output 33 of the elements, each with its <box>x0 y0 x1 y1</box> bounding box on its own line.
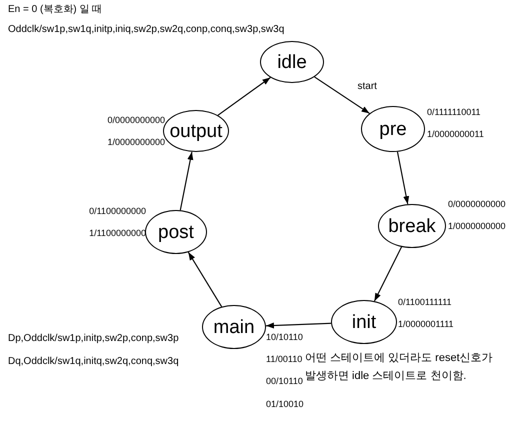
state-ellipse: pre <box>361 106 425 152</box>
arrow <box>396 152 410 204</box>
state-ellipse: main <box>202 305 266 349</box>
output-code: 1/0000000000 <box>107 136 165 149</box>
note-text: 어떤 스테이트에 있더라도 reset신호가 발생하면 idle 스테이트로 천이함. <box>305 351 494 384</box>
state-ellipse: post <box>145 210 207 254</box>
arrow <box>314 76 370 114</box>
output-code: 1/0000000000 <box>448 220 506 233</box>
state-ellipse: init <box>331 300 397 344</box>
arrow <box>266 322 332 328</box>
note-text: 00/10110 <box>266 375 303 388</box>
note-text: Dp,Oddclk/sw1p,initp,sw2p,conp,sw3p <box>8 332 179 346</box>
arrow <box>374 246 402 302</box>
note-text: En = 0 (복호화) 일 때 <box>8 3 102 17</box>
note-text: 01/10010 <box>266 398 304 411</box>
output-code: 1/0000000011 <box>427 128 484 141</box>
output-code: 1/1100000000 <box>89 227 146 240</box>
output-code: 0/1100000000 <box>89 205 146 218</box>
state-ellipse: idle <box>260 41 324 83</box>
note-text: Dq,Oddclk/sw1q,initq,sw2q,conq,sw3q <box>8 355 179 369</box>
arrow <box>218 77 271 116</box>
note-text: 11/00110 <box>266 353 302 366</box>
output-code: 1/0000001111 <box>398 318 454 331</box>
note-text: Oddclk/sw1p,sw1q,initp,iniq,sw2p,sw2q,conp,conq,sw3p,sw3q <box>8 23 284 37</box>
output-code: 0/1111110011 <box>427 106 481 119</box>
output-code: 0/0000000000 <box>107 114 165 127</box>
edge-label: start <box>356 82 378 92</box>
output-code: 0/0000000000 <box>448 198 506 211</box>
arrow <box>180 152 194 210</box>
state-ellipse: break <box>378 204 446 248</box>
output-code: 0/1100111111 <box>398 296 452 309</box>
arrow <box>188 252 222 307</box>
note-text: 10/10110 <box>266 331 303 344</box>
